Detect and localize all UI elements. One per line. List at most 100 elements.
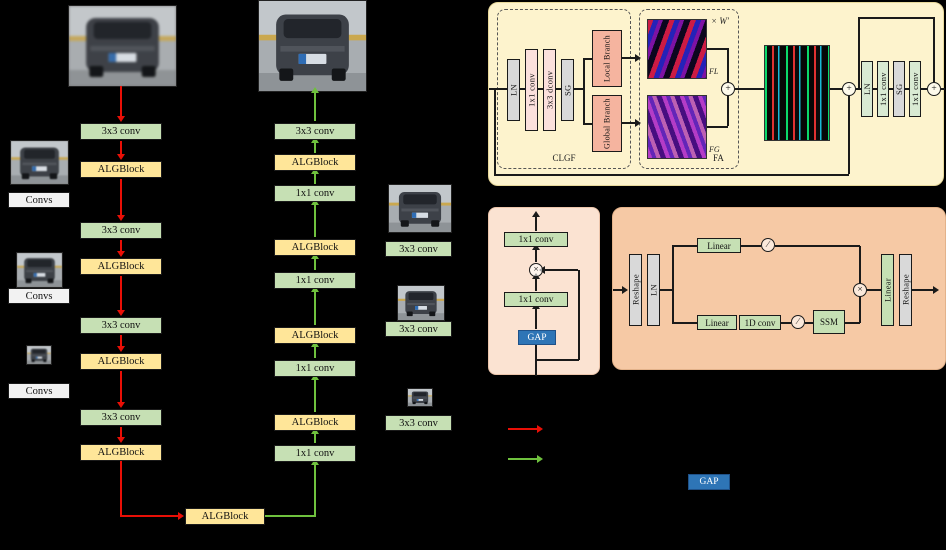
skip-line — [848, 96, 850, 174]
input-line — [535, 345, 537, 376]
flow-arrow-up — [314, 142, 316, 153]
connector — [741, 245, 761, 247]
connector — [727, 48, 729, 82]
flow-arrow-up — [314, 379, 316, 412]
connector — [805, 322, 813, 324]
flow-arrow-up — [314, 464, 316, 517]
global-branch-block: Global Branch — [592, 95, 622, 152]
skip-line — [578, 270, 580, 360]
flow-line — [265, 515, 315, 517]
ln-block: LN — [507, 59, 520, 121]
connector — [583, 58, 592, 60]
gap-module-panel: 1x1 conv × 1x1 conv GAP — [488, 207, 600, 376]
activation-icon: ∕ — [761, 238, 775, 252]
linear-top-block: Linear — [697, 238, 741, 253]
connector — [672, 245, 697, 247]
decoder-conv1x1-1: 1x1 conv — [274, 185, 356, 202]
decoder-conv1x1-2: 1x1 conv — [274, 272, 356, 289]
flow-arrow-down — [120, 240, 122, 252]
conv1x1-block: 1x1 conv — [525, 49, 538, 131]
car-photo — [408, 389, 432, 406]
output-arrow — [535, 216, 537, 231]
add-operator-icon: + — [721, 82, 735, 96]
skip-line — [858, 17, 934, 19]
encoder-conv-2: 3x3 conv — [80, 222, 162, 239]
linear-out-block: Linear — [881, 254, 894, 326]
connector — [867, 289, 881, 291]
connector — [845, 322, 860, 324]
scale-input-image-2 — [16, 252, 63, 288]
ssm-block: SSM — [813, 310, 845, 334]
feature-map-local — [647, 19, 707, 79]
linear-bottom-block: Linear — [697, 315, 737, 330]
decoder-algblock-1: ALGBlock — [274, 154, 356, 171]
reshape-in-block: Reshape — [629, 254, 642, 326]
side-conv-3: 3x3 conv — [385, 415, 452, 431]
input-arrow — [613, 289, 623, 291]
conv1d-block: 1D conv — [739, 315, 781, 330]
flow-arrow-right — [120, 515, 179, 517]
fg-label: FG — [709, 145, 720, 154]
conv1x1-bottom-block: 1x1 conv — [504, 292, 568, 307]
multiply-operator-icon: × — [853, 283, 867, 297]
feature-map-global — [647, 95, 707, 159]
connector — [727, 96, 729, 126]
connector — [921, 88, 927, 90]
encoder-conv-3: 3x3 conv — [80, 317, 162, 334]
ln-block: LN — [861, 61, 873, 117]
conv1x1-block: 1x1 conv — [909, 61, 921, 117]
car-photo — [11, 141, 68, 184]
connector — [781, 322, 791, 324]
clgf-label: CLGF — [552, 153, 576, 163]
connector — [775, 245, 860, 247]
algblock-detail-panel: CLGF FA LN 1x1 conv 3x3 dconv SG Local B… — [488, 2, 945, 186]
connector — [583, 123, 592, 125]
flow-arrow-down — [120, 371, 122, 403]
skip-line — [933, 17, 935, 82]
add-operator-icon: + — [842, 82, 856, 96]
side-conv-1: 3x3 conv — [385, 241, 452, 257]
legend-red-arrow — [508, 428, 538, 430]
flow-arrow-up — [314, 291, 316, 325]
dconv3x3-block: 3x3 dconv — [543, 49, 556, 131]
scale-output-image-3 — [407, 388, 433, 407]
decoder-algblock-3: ALGBlock — [274, 327, 356, 344]
connector — [830, 88, 842, 90]
encoder-algblock-1: ALGBlock — [80, 161, 162, 178]
convs-block-2: Convs — [8, 288, 70, 304]
decoder-conv1x1-3: 1x1 conv — [274, 360, 356, 377]
convs-block-3: Convs — [8, 383, 70, 399]
encoder-algblock-4: ALGBlock — [80, 444, 162, 461]
split-line — [672, 245, 674, 323]
convs-block-1: Convs — [8, 192, 70, 208]
legend-gap-block: GAP — [688, 474, 730, 490]
flow-arrow-down — [120, 179, 122, 216]
conv1x1-top-block: 1x1 conv — [504, 232, 568, 247]
scale-output-image-2 — [397, 285, 445, 321]
fl-label: FL — [709, 67, 719, 76]
decoder-algblock-2: ALGBlock — [274, 239, 356, 256]
output-line — [941, 88, 945, 90]
connector — [707, 126, 728, 128]
skip-line — [536, 359, 579, 361]
flow-arrow-down — [120, 335, 122, 347]
car-photo — [398, 286, 444, 320]
connector — [660, 289, 673, 291]
bottleneck-algblock: ALGBlock — [185, 508, 265, 525]
sg-block: SG — [561, 59, 574, 121]
decoder-algblock-4: ALGBlock — [274, 414, 356, 431]
connector-arrow — [622, 57, 636, 59]
flow-arrow-up — [314, 346, 316, 358]
car-photo — [389, 185, 451, 232]
connector — [859, 246, 861, 283]
ssm-module-panel: Reshape LN Linear ∕ Linear 1D conv ∕ SSM… — [612, 207, 946, 370]
flow-arrow-up — [314, 92, 316, 121]
flow-arrow-down — [120, 427, 122, 438]
flow-arrow-down — [120, 86, 122, 117]
car-photo — [17, 253, 62, 287]
encoder-algblock-2: ALGBlock — [80, 258, 162, 275]
connector-arrow — [535, 308, 537, 329]
activation-icon: ∕ — [791, 315, 805, 329]
connector — [489, 88, 507, 90]
